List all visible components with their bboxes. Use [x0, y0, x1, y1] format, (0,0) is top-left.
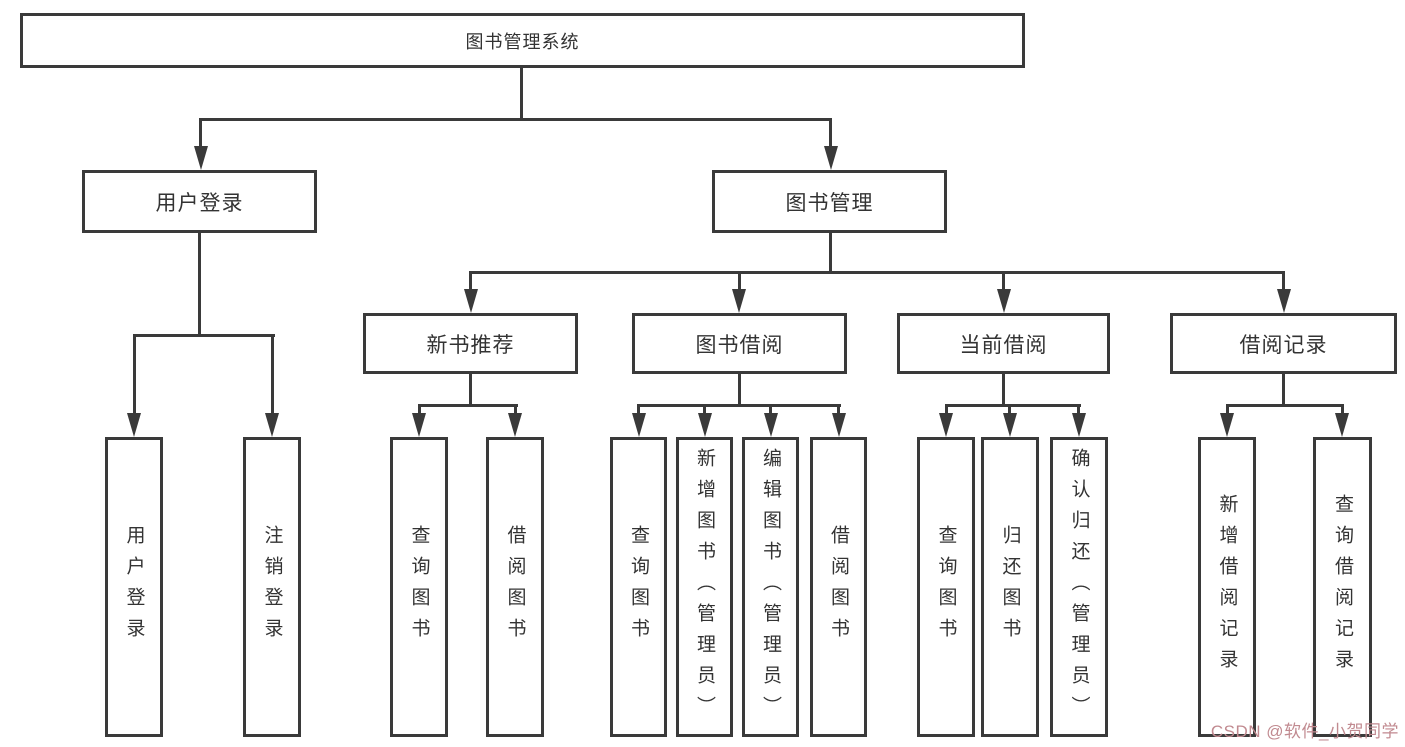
connector-line [469, 274, 472, 292]
leaf-return-book: 归还图书 [981, 437, 1039, 737]
connector-line [945, 404, 1081, 407]
node-label: 图书管理 [785, 191, 874, 215]
connector-line [738, 374, 741, 406]
leaf-label: 查询图书 [628, 525, 649, 649]
leaf-label: 确认归还（管理员） [1068, 447, 1090, 727]
arrow-down-icon [997, 289, 1011, 313]
node-current-borrowing: 当前借阅 [897, 313, 1110, 374]
arrow-down-icon [1277, 289, 1291, 313]
arrow-down-icon [698, 413, 712, 437]
leaf-query-book: 查询图书 [390, 437, 448, 737]
node-new-book-recommendation: 新书推荐 [363, 313, 578, 374]
leaf-label: 归还图书 [999, 525, 1021, 649]
connector-line [520, 68, 523, 120]
connector-line [199, 118, 832, 121]
arrow-down-icon [412, 413, 426, 437]
arrow-down-icon [764, 413, 778, 437]
arrow-down-icon [824, 146, 838, 170]
connector-line [637, 406, 640, 415]
arrow-down-icon [832, 413, 846, 437]
leaf-edit-book-admin: 编辑图书（管理员） [742, 437, 799, 737]
arrow-down-icon [194, 146, 208, 170]
leaf-borrow-book: 借阅图书 [486, 437, 544, 737]
connector-line [271, 336, 274, 413]
connector-line [418, 406, 421, 415]
connector-line [199, 120, 202, 150]
connector-line [1002, 274, 1005, 292]
leaf-borrow-book: 借阅图书 [810, 437, 867, 737]
csdn-watermark: CSDN @软件_小贺同学 [1210, 722, 1399, 741]
leaf-user-login: 用户登录 [105, 437, 163, 737]
connector-line [469, 271, 1285, 274]
arrow-down-icon [265, 413, 279, 437]
leaf-label: 注销登录 [261, 525, 283, 649]
leaf-label: 查询图书 [935, 525, 957, 649]
node-book-management: 图书管理 [712, 170, 947, 233]
connector-line [1077, 406, 1080, 415]
connector-line [769, 406, 772, 415]
arrow-down-icon [464, 289, 478, 313]
leaf-query-book: 查询图书 [610, 437, 667, 737]
connector-line [1226, 406, 1229, 415]
leaf-label: 新增借阅记录 [1216, 494, 1238, 680]
leaf-add-borrow-record: 新增借阅记录 [1198, 437, 1256, 737]
arrow-down-icon [1072, 413, 1086, 437]
connector-line [133, 334, 275, 337]
leaf-label: 用户登录 [123, 525, 145, 649]
arrow-down-icon [732, 289, 746, 313]
connector-line [514, 406, 517, 415]
leaf-label: 查询图书 [408, 525, 430, 649]
node-label: 新书推荐 [426, 333, 515, 357]
arrow-down-icon [632, 413, 646, 437]
leaf-confirm-return-admin: 确认归还（管理员） [1050, 437, 1108, 737]
connector-line [1282, 374, 1285, 406]
connector-line [837, 406, 840, 415]
arrow-down-icon [127, 413, 141, 437]
connector-line [418, 404, 518, 407]
connector-line [198, 233, 201, 336]
connector-line [637, 404, 841, 407]
leaf-label: 借阅图书 [828, 525, 849, 649]
leaf-add-book-admin: 新增图书（管理员） [676, 437, 733, 737]
connector-line [133, 336, 136, 413]
arrow-down-icon [1335, 413, 1349, 437]
connector-line [1341, 406, 1344, 415]
arrow-down-icon [1220, 413, 1234, 437]
node-root-library-management-system: 图书管理系统 [20, 13, 1025, 68]
node-label: 借阅记录 [1239, 333, 1328, 357]
leaf-label: 借阅图书 [504, 525, 526, 649]
arrow-down-icon [1003, 413, 1017, 437]
connector-line [945, 406, 948, 415]
node-borrowing-records: 借阅记录 [1170, 313, 1397, 374]
connector-line [703, 406, 706, 415]
leaf-label: 新增图书（管理员） [694, 447, 715, 727]
node-book-borrowing: 图书借阅 [632, 313, 847, 374]
node-label: 当前借阅 [959, 333, 1048, 357]
arrow-down-icon [939, 413, 953, 437]
node-user-login: 用户登录 [82, 170, 317, 233]
connector-line [1282, 274, 1285, 292]
leaf-query-borrow-record: 查询借阅记录 [1313, 437, 1372, 737]
node-label: 图书借阅 [695, 333, 784, 357]
node-label: 图书管理系统 [465, 31, 580, 52]
connector-line [738, 274, 741, 292]
connector-line [829, 120, 832, 150]
leaf-label: 编辑图书（管理员） [760, 447, 781, 727]
arrow-down-icon [508, 413, 522, 437]
connector-line [469, 374, 472, 406]
leaf-label: 查询借阅记录 [1332, 494, 1353, 680]
leaf-query-book: 查询图书 [917, 437, 975, 737]
connector-line [1008, 406, 1011, 415]
connector-line [1002, 374, 1005, 406]
leaf-logout: 注销登录 [243, 437, 301, 737]
node-label: 用户登录 [155, 191, 244, 215]
connector-line [1226, 404, 1344, 407]
connector-line [829, 233, 832, 274]
